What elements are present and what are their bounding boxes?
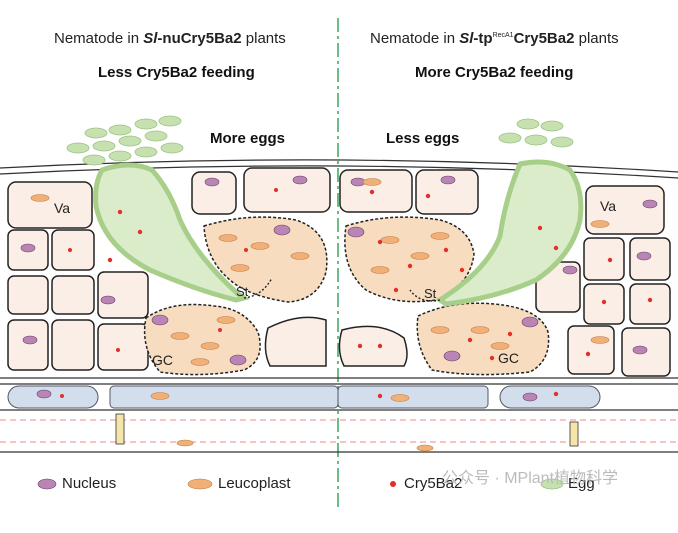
cortex-cells-left xyxy=(7,167,331,371)
left-eggs-label: More eggs xyxy=(210,130,286,147)
vacuole-label-left: Va xyxy=(54,200,71,216)
nematode-left xyxy=(93,162,251,303)
xylem-vessel-right-2 xyxy=(499,385,601,409)
eggs-right xyxy=(498,118,574,148)
right-title-gene-a: -tp xyxy=(473,30,493,47)
xylem-vessel-left-2 xyxy=(109,385,339,409)
left-subtitle: Less Cry5Ba2 feeding xyxy=(98,64,255,81)
pit-connector-left xyxy=(115,413,125,445)
left-title-gene: -nuCry5Ba2 xyxy=(157,30,242,47)
eggs-left xyxy=(66,115,184,166)
legend-cry-label: Cry5Ba2 xyxy=(404,475,463,492)
left-panel-title: Nematode in Sl-nuCry5Ba2 plants xyxy=(54,30,286,47)
watermark: 公众号 · MPlant植物科学 xyxy=(442,470,619,487)
left-title-prefix: Nematode in xyxy=(54,30,144,47)
giant-cell-label-left: GC xyxy=(152,352,173,368)
left-title-sl: Sl xyxy=(143,30,158,47)
legend-cry-icon xyxy=(390,481,396,487)
right-title-gene-b: Cry5Ba2 xyxy=(513,30,575,47)
stylet-arrow-left xyxy=(243,277,273,299)
legend-egg-label: Egg xyxy=(568,475,595,492)
nuclei xyxy=(20,175,658,402)
stylet-label-right: St xyxy=(424,286,437,301)
epidermis-line-inner xyxy=(0,165,678,179)
right-eggs-label: Less eggs xyxy=(386,130,460,147)
right-title-sl: Sl xyxy=(459,30,474,47)
right-panel-title: Nematode in Sl-tpRecA1Cry5Ba2 plants xyxy=(370,30,619,47)
right-title-prefix: Nematode in xyxy=(370,30,460,47)
stylet-arrow-right xyxy=(409,289,441,302)
left-title-suffix: plants xyxy=(241,30,286,47)
legend-leucoplast-label: Leucoplast xyxy=(218,475,291,492)
cry5ba2-dots xyxy=(60,188,653,399)
right-title-suffix: plants xyxy=(574,30,619,47)
nematode-right xyxy=(435,159,584,307)
xylem-vessel-left-1 xyxy=(7,385,99,409)
legend-nucleus-icon xyxy=(37,478,57,490)
giant-cell-label-right: GC xyxy=(498,350,519,366)
legend-nucleus-label: Nucleus xyxy=(62,475,117,492)
xylem-vessel-right-1 xyxy=(337,385,489,409)
leucoplasts xyxy=(30,178,610,452)
right-title-sup: RecA1 xyxy=(492,32,514,39)
stylet-label-left: St xyxy=(236,284,249,299)
legend-leucoplast-icon xyxy=(187,478,213,490)
vacuole-label-right: Va xyxy=(600,198,617,214)
legend-egg-icon xyxy=(540,478,564,490)
pit-connector-right xyxy=(569,421,579,447)
right-subtitle: More Cry5Ba2 feeding xyxy=(415,64,574,81)
